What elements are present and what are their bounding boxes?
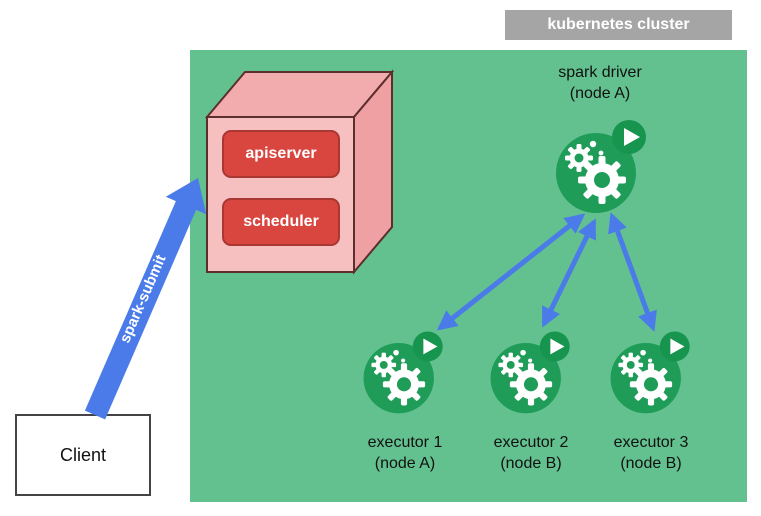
executor-2-icon	[487, 328, 575, 416]
apiserver-box: apiserver	[222, 130, 340, 178]
spark-driver-title: spark driver	[558, 64, 642, 81]
executor-2-node: (node B)	[500, 455, 562, 472]
executor-1-node: (node A)	[374, 455, 436, 472]
executor-3-node: (node B)	[620, 455, 682, 472]
executor-1-icon	[360, 328, 448, 416]
executor-1-title: executor 1	[367, 434, 443, 451]
executor-3-title: executor 3	[613, 434, 689, 451]
spark-driver-node: (node A)	[569, 85, 631, 102]
executor-2-title: executor 2	[493, 434, 569, 451]
executor-2-label: executor 2 (node B)	[471, 432, 591, 474]
scheduler-box: scheduler	[222, 198, 340, 246]
spark-submit-label: spark-submit	[116, 252, 169, 345]
executor-3-label: executor 3 (node B)	[591, 432, 711, 474]
executor-3-icon	[607, 328, 695, 416]
spark-driver-icon	[552, 116, 652, 216]
spark-submit-arrow	[84, 178, 207, 420]
client-box: Client	[15, 414, 151, 496]
executor-1-label: executor 1 (node A)	[345, 432, 465, 474]
kubernetes-cluster-label: kubernetes cluster	[505, 10, 732, 40]
spark-driver-label: spark driver (node A)	[520, 62, 680, 104]
